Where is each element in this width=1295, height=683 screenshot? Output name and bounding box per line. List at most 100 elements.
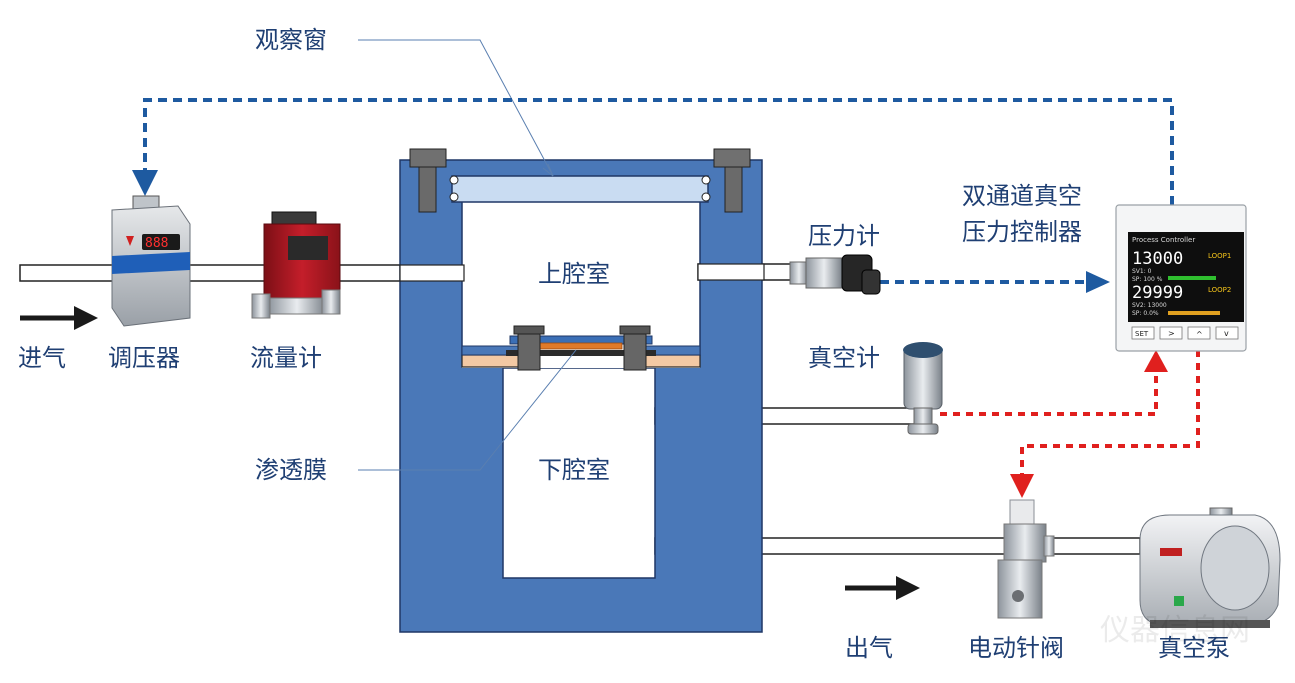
membrane-label: 渗透膜 <box>255 456 327 484</box>
pump-fan-cover <box>1200 525 1270 611</box>
controller-loop2: LOOP2 <box>1208 286 1231 294</box>
membrane-holder-bottom <box>506 350 656 356</box>
pump-base <box>1150 620 1270 628</box>
flowmeter-body <box>263 223 341 299</box>
left-clamp-head <box>513 325 545 335</box>
controller-key-down[interactable] <box>1215 326 1239 340</box>
controller-key-down-label: v <box>1224 329 1229 338</box>
gas-in-label: 进气 <box>18 344 66 372</box>
controller-bar2 <box>1168 311 1220 315</box>
gas-out-arrowhead <box>896 576 920 600</box>
gas-out-label: 出气 <box>845 634 893 662</box>
controller-sv1: SV1: 0 <box>1132 268 1152 275</box>
gas-in-arrowhead <box>74 306 98 330</box>
valve-body-upper <box>1003 523 1047 563</box>
pressure-signal-arrowhead <box>1086 271 1110 293</box>
flowmeter-fitting-right <box>321 289 341 315</box>
left-seal <box>461 354 527 368</box>
controller-sv2: SV2: 13000 <box>1132 302 1167 309</box>
observation-window <box>451 175 709 203</box>
controller-bar1 <box>1168 276 1216 280</box>
membrane-callout-line <box>358 349 577 471</box>
needle-valve-label: 电动针阀 <box>968 634 1064 662</box>
flowmeter-label: 流量计 <box>250 344 322 372</box>
controller-label-line1: 双通道真空 <box>962 182 1082 210</box>
regulator-control-signal <box>143 98 1174 205</box>
flowmeter-fitting-left <box>251 293 271 319</box>
pump-switch <box>1174 596 1184 606</box>
electric-needle-valve <box>997 499 1055 619</box>
inlet-pipe <box>19 264 403 282</box>
valve-control-signal <box>1020 350 1200 476</box>
left-window-clamp-stem <box>418 159 437 213</box>
window-callout-line <box>358 39 554 177</box>
controller-sp2: SP: 0.0% <box>1132 310 1159 317</box>
valve-actuator <box>1009 499 1035 527</box>
regulator-display <box>142 234 180 250</box>
vacuum-gauge-label: 真空计 <box>808 344 880 372</box>
upper-chamber-label: 上腔室 <box>538 260 610 288</box>
flowmeter-front <box>288 236 328 260</box>
controller-pv2: 29999 <box>1132 283 1183 303</box>
pump-pipe <box>1044 537 1141 555</box>
window-oring <box>701 175 711 185</box>
regulator-label: 调压器 <box>108 344 180 372</box>
watermark: 仪器信息网 <box>1100 613 1250 648</box>
regulator-blue-band <box>112 252 190 274</box>
callouts <box>358 39 577 471</box>
vacuum-gauge-top <box>903 342 943 358</box>
controller-keypad: SET > ^ v <box>1131 326 1239 340</box>
valve-port-right <box>1043 535 1055 557</box>
pump-label <box>1160 548 1182 556</box>
signal-lines <box>132 98 1200 498</box>
mass-flowmeter <box>251 211 341 319</box>
controller-key-up[interactable] <box>1187 326 1211 340</box>
vacuum-gauge-flange <box>907 423 939 435</box>
window-oring <box>449 175 459 185</box>
controller-key-set-label: SET <box>1135 330 1149 338</box>
controller-label-line2: 压力控制器 <box>962 218 1082 246</box>
pressure-gauge-label: 压力计 <box>808 222 880 250</box>
flowmeter-base <box>267 297 327 315</box>
controller-sp1: SP: 100 % <box>1132 276 1163 283</box>
permeation-membrane <box>539 342 623 350</box>
pressure-regulator: 888 <box>111 195 191 327</box>
transmitter-plug <box>861 269 881 295</box>
controller-key-up-label: ^ <box>1196 330 1203 339</box>
window-label: 观察窗 <box>255 26 327 54</box>
vacuum-pump <box>1139 507 1281 628</box>
vacuum-gauge-neck <box>913 407 933 425</box>
vacuum-gauge <box>903 342 943 435</box>
window-oring <box>701 192 711 202</box>
pressure-transmitter <box>789 254 881 295</box>
pressure-controller: Process Controller 13000 LOOP1 SV1: 0 SP… <box>1115 204 1247 352</box>
valve-body-lower <box>997 559 1043 619</box>
lower-chamber-label: 下腔室 <box>538 456 610 484</box>
test-chamber: 上腔室 下腔室 <box>399 148 765 633</box>
vacuum-signal-arrowhead <box>1144 350 1168 372</box>
controller-loop1: LOOP1 <box>1208 252 1231 260</box>
regulator-digits: 888 <box>145 236 168 251</box>
regulator-signal-arrowhead <box>132 170 158 196</box>
transmitter-body <box>805 257 843 289</box>
window-callout-arrow <box>542 163 554 177</box>
controller-key-set[interactable] <box>1131 326 1155 340</box>
vacuum-pump-label: 真空泵 <box>1158 634 1230 662</box>
inlet-channel <box>399 264 465 282</box>
right-window-clamp-head <box>713 148 751 168</box>
window-oring <box>449 192 459 202</box>
flow-arrows <box>20 306 920 600</box>
chamber-body <box>399 159 763 633</box>
transmitter-fitting <box>789 261 809 285</box>
controller-key-right-label: > <box>1168 329 1175 338</box>
valve-signal-arrowhead <box>1010 474 1034 498</box>
labels: 观察窗 渗透膜 进气 调压器 流量计 压力计 双通道真空 压力控制器 真空计 出… <box>18 26 1250 662</box>
vacuum-signal <box>940 370 1158 416</box>
regulator-logo <box>126 236 134 246</box>
pressure-channel <box>697 263 765 281</box>
right-window-clamp-stem <box>724 159 743 213</box>
controller-key-right[interactable] <box>1159 326 1183 340</box>
right-clamp-head <box>619 325 651 335</box>
controller-pv1: 13000 <box>1132 249 1183 269</box>
